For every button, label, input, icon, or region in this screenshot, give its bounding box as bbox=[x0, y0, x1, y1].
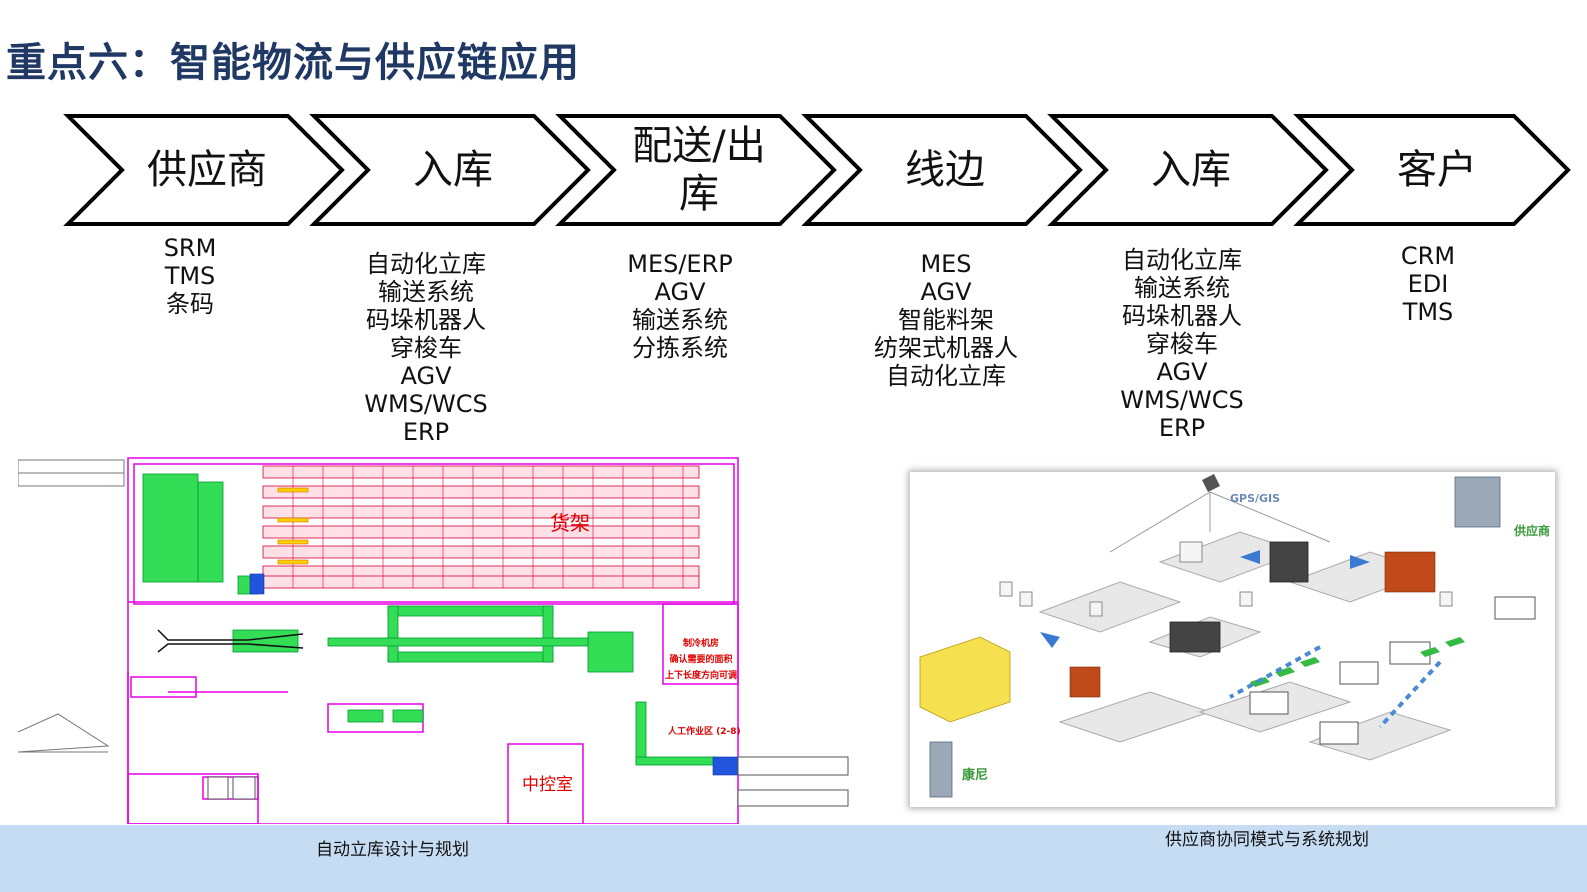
systems-customer: CRM EDI TMS bbox=[1368, 242, 1488, 326]
customer-label: 康尼 bbox=[962, 768, 989, 783]
chevron-step-5 bbox=[1047, 114, 1329, 226]
ecosystem-caption: 供应商协同模式与系统规划 bbox=[1165, 830, 1369, 850]
system-item: 输送系统 bbox=[1134, 274, 1230, 302]
step-label-supplier: 供应商 bbox=[147, 147, 267, 193]
warehouse-cad-drawing: 货架 制冷机房 确认需要的面积 上下长度方向可调 人工作业区 (2-8) 中控室 bbox=[17, 452, 870, 825]
systems-delivery: MES/ERP AGV 输送系统 分拣系统 bbox=[600, 250, 760, 362]
cooling-room-note: 制冷机房 确认需要的面积 上下长度方向可调 bbox=[665, 636, 737, 684]
cooling-room-line-1: 制冷机房 bbox=[682, 639, 719, 649]
system-item: 自动化立库 bbox=[1122, 246, 1242, 274]
system-item: 自动化立库 bbox=[366, 250, 486, 278]
cooling-room-line-2: 确认需要的面积 bbox=[669, 655, 733, 665]
system-item: 分拣系统 bbox=[632, 334, 728, 362]
system-item: TMS bbox=[1402, 298, 1454, 326]
chevron-step-3 bbox=[555, 114, 837, 226]
system-item: AGV bbox=[400, 362, 452, 390]
step-label-inbound-2: 入库 bbox=[1151, 147, 1231, 193]
system-item: ERP bbox=[402, 418, 450, 446]
bottom-band bbox=[0, 825, 1587, 892]
eco-svg bbox=[919, 474, 1536, 798]
system-item: 条码 bbox=[166, 290, 214, 318]
gps-label: GPS/GIS bbox=[1230, 492, 1281, 505]
chevron-step-4 bbox=[801, 114, 1083, 226]
systems-lineside: MES AGV 智能料架 纺架式机器人 自动化立库 bbox=[856, 250, 1036, 390]
system-item: 码垛机器人 bbox=[1122, 302, 1242, 330]
system-item: 自动化立库 bbox=[886, 362, 1006, 390]
system-item: EDI bbox=[1407, 270, 1449, 298]
system-item: 码垛机器人 bbox=[366, 306, 486, 334]
shelf-label: 货架 bbox=[550, 511, 590, 535]
page-title: 重点六：智能物流与供应链应用 bbox=[6, 40, 580, 86]
step-label-lineside: 线边 bbox=[905, 147, 985, 193]
system-item: WMS/WCS bbox=[364, 390, 488, 418]
system-item: ERP bbox=[1158, 414, 1206, 442]
system-item: MES/ERP bbox=[627, 250, 733, 278]
cad-svg bbox=[17, 457, 849, 825]
chevron-step-2 bbox=[309, 114, 591, 226]
satellite-icon bbox=[1202, 474, 1220, 492]
chevron-step-1 bbox=[63, 114, 345, 226]
step-label-delivery-line-1: 配送/出 bbox=[632, 123, 766, 169]
step-label-delivery: 配送/出 库 bbox=[614, 112, 784, 228]
chevron-step-6 bbox=[1293, 114, 1571, 226]
system-item: SRM bbox=[163, 234, 217, 262]
systems-inbound: 自动化立库 输送系统 码垛机器人 穿梭车 AGV WMS/WCS ERP bbox=[346, 250, 506, 446]
process-chevrons bbox=[63, 114, 1571, 226]
system-item: CRM bbox=[1400, 242, 1456, 270]
system-item: AGV bbox=[1156, 358, 1208, 386]
systems-inbound-2: 自动化立库 输送系统 码垛机器人 穿梭车 AGV WMS/WCS ERP bbox=[1102, 246, 1262, 442]
step-label-inbound: 入库 bbox=[413, 147, 493, 193]
supplier-label: 供应商 bbox=[1514, 524, 1551, 538]
system-item: WMS/WCS bbox=[1120, 386, 1244, 414]
system-item: 穿梭车 bbox=[390, 334, 462, 362]
system-item: MES bbox=[920, 250, 972, 278]
system-item: 智能料架 bbox=[898, 306, 994, 334]
system-item: 输送系统 bbox=[378, 278, 474, 306]
cad-caption: 自动立库设计与规划 bbox=[316, 840, 469, 860]
system-item: AGV bbox=[654, 278, 706, 306]
system-item: TMS bbox=[164, 262, 216, 290]
step-label-delivery-line-2: 库 bbox=[679, 171, 719, 217]
step-label-customer: 客户 bbox=[1397, 147, 1477, 193]
work-area-label: 人工作业区 (2-8) bbox=[668, 727, 741, 737]
control-room-label: 中控室 bbox=[522, 775, 573, 795]
supplier-collaboration-diagram: GPS/GIS 供应商 康尼 bbox=[910, 472, 1555, 807]
systems-supplier: SRM TMS 条码 bbox=[130, 234, 250, 318]
cooling-room-line-3: 上下长度方向可调 bbox=[665, 671, 738, 681]
system-item: 输送系统 bbox=[632, 306, 728, 334]
system-item: 穿梭车 bbox=[1146, 330, 1218, 358]
system-item: AGV bbox=[920, 278, 972, 306]
system-item: 纺架式机器人 bbox=[874, 334, 1018, 362]
